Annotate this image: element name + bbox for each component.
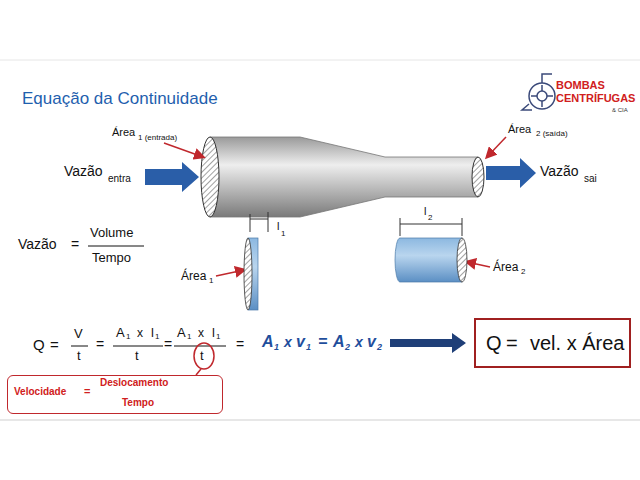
formula-text: =: [318, 334, 327, 350]
formula-text: 1: [274, 343, 279, 352]
formula-text: entra: [108, 174, 131, 184]
formula-text: A: [333, 334, 345, 350]
formula-text: & CIA: [612, 107, 628, 113]
formula-text: BOMBAS: [556, 80, 605, 91]
formula-text: l: [277, 221, 279, 232]
formula-text: Área: [181, 270, 206, 282]
formula-text: t: [200, 349, 204, 362]
formula-text: Vazão: [18, 237, 57, 251]
formula-text: Vazão: [64, 164, 103, 178]
formula-text: Área: [508, 124, 531, 135]
formula-text: l: [212, 326, 215, 339]
formula-text: l: [151, 326, 154, 339]
formula-text: 2: [345, 343, 350, 352]
box-text: Q: [486, 333, 502, 353]
formula-text: 2: [428, 214, 432, 222]
formula-text: Vazão: [540, 164, 579, 178]
formula-text: l: [424, 206, 426, 217]
formula-text: =: [96, 337, 104, 351]
formula-text: CENTRÍFUGAS: [556, 93, 635, 104]
formula-text: 1: [281, 230, 285, 238]
formula-text: 1: [209, 277, 213, 285]
formula-text: Q: [33, 337, 45, 352]
formula-text: V: [74, 327, 83, 340]
pump-logo: [522, 74, 555, 110]
formula-text: x: [355, 335, 363, 349]
formula-text: Tempo: [92, 251, 131, 264]
formula-text: Volume: [90, 226, 133, 239]
box-text: =: [506, 333, 518, 353]
definition-box: Velocidade = DeslocamentoTempo: [7, 375, 223, 414]
formula-text: 2: [377, 343, 382, 352]
formula-text: t: [77, 349, 81, 362]
formula-text: 1: [306, 343, 311, 352]
formula-text: x: [284, 335, 292, 349]
formula-text: =: [164, 337, 172, 351]
formula-text: =: [71, 237, 79, 251]
formula-text: A: [262, 334, 274, 350]
formula-text: 2 (saída): [536, 130, 568, 138]
formula-text: v: [367, 334, 376, 350]
formula-text: sai: [584, 174, 597, 184]
formula-text: 1: [187, 333, 191, 341]
formula-text: A: [116, 326, 125, 339]
formula-text: Área: [112, 127, 135, 138]
formula-text: x: [137, 327, 143, 339]
formula-text: =: [236, 337, 244, 351]
formula-text: 2: [521, 268, 525, 276]
formula-text: 1: [216, 333, 220, 341]
box-text: vel. x Área: [530, 333, 624, 353]
box-text: =: [84, 386, 90, 397]
box-text: Velocidade: [14, 387, 66, 397]
slide-title: Equação da Continuidade: [22, 90, 218, 107]
formula-text: 1: [155, 333, 159, 341]
formula-text: =: [50, 337, 59, 352]
formula-text: 1 (entrada): [138, 134, 177, 142]
box-text: Tempo: [122, 398, 154, 408]
formula-text: v: [296, 334, 305, 350]
formula-text: t: [135, 349, 139, 362]
formula-text: Área: [493, 261, 518, 273]
formula-text: x: [198, 327, 204, 339]
formula-text: A: [177, 326, 186, 339]
box-text: Deslocamento: [100, 378, 168, 388]
formula-text: 1: [126, 333, 130, 341]
result-box: Q= vel. x Área: [474, 318, 631, 368]
